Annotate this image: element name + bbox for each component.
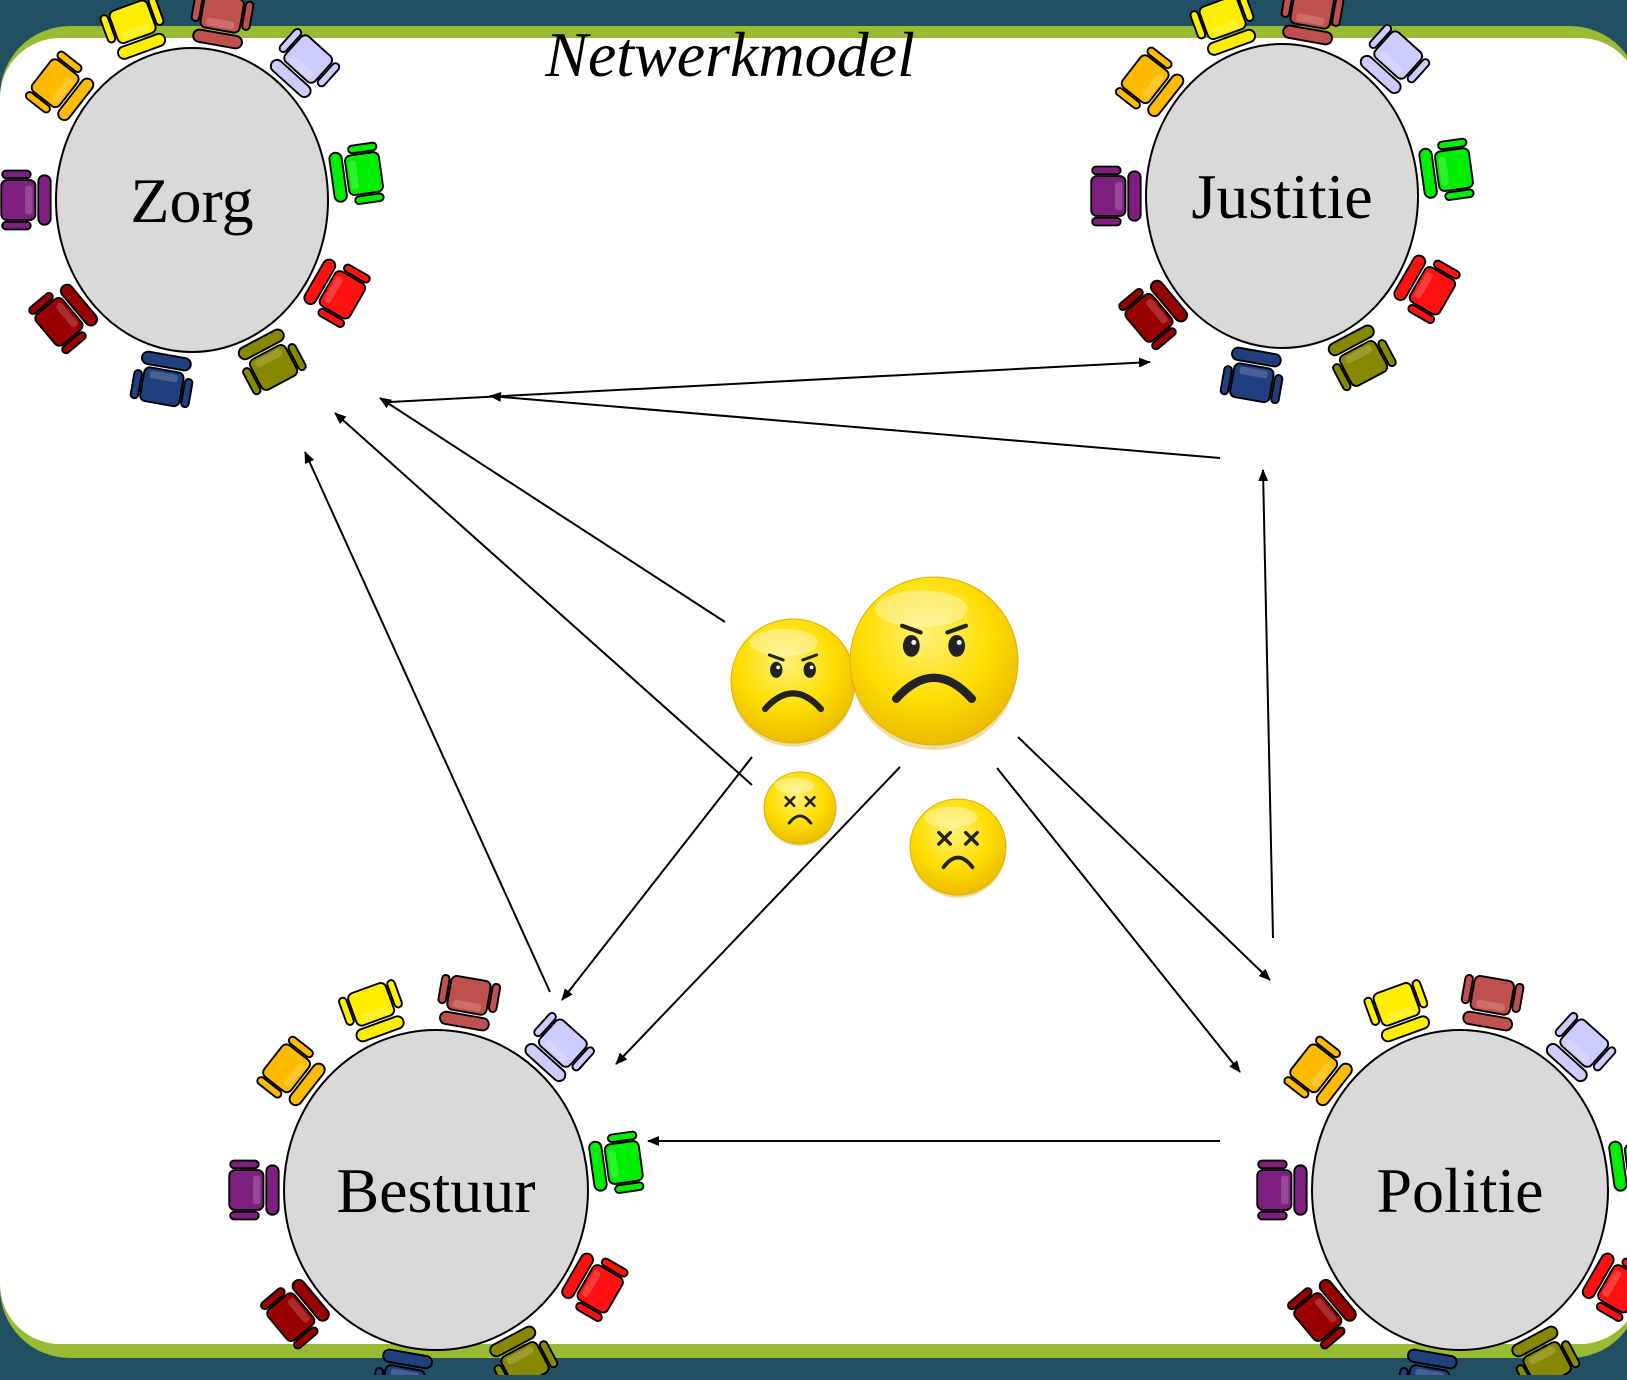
table-label-politie: Politie xyxy=(1376,1155,1543,1226)
chair-icon xyxy=(228,1159,280,1221)
arrow-center-to-bestuur-b xyxy=(615,766,901,1065)
arrow-zorg-to-justitie xyxy=(389,357,1151,403)
table-justitie: Justitie xyxy=(1090,0,1476,406)
arrow-center-to-politie-a xyxy=(1017,736,1271,981)
arrow-bestuur-to-zorg xyxy=(304,451,551,993)
dizzy-face-icon xyxy=(909,798,1007,898)
chair-icon xyxy=(1256,1159,1308,1221)
round-table-zorg xyxy=(55,47,329,353)
table-label-bestuur: Bestuur xyxy=(336,1155,535,1226)
table-label-zorg: Zorg xyxy=(130,165,253,236)
diagram-title: Netwerkmodel xyxy=(544,19,915,90)
chair-icon xyxy=(0,169,52,231)
table-politie: Politie xyxy=(1256,972,1627,1380)
table-label-justitie: Justitie xyxy=(1191,161,1372,232)
arrow-center-to-zorg-b xyxy=(334,412,753,786)
arrow-justitie-to-zorg xyxy=(489,391,1221,459)
arrow-center-to-zorg-a xyxy=(379,397,726,623)
arrow-politie-to-justitie xyxy=(1258,469,1274,939)
table-zorg: Zorg xyxy=(0,0,386,410)
round-table-politie xyxy=(1311,1029,1609,1351)
round-table-bestuur xyxy=(283,1029,589,1351)
table-bestuur: Bestuur xyxy=(228,972,646,1380)
arrows xyxy=(304,357,1274,1146)
arrow-center-to-politie-b xyxy=(996,767,1241,1073)
arrow-center-to-bestuur-a xyxy=(561,756,753,1001)
dizzy-face-icon xyxy=(763,771,837,847)
round-table-justitie xyxy=(1145,43,1419,349)
frown-face-icon xyxy=(849,576,1019,751)
chair-icon xyxy=(1090,165,1142,227)
frown-face-icon xyxy=(730,618,856,747)
